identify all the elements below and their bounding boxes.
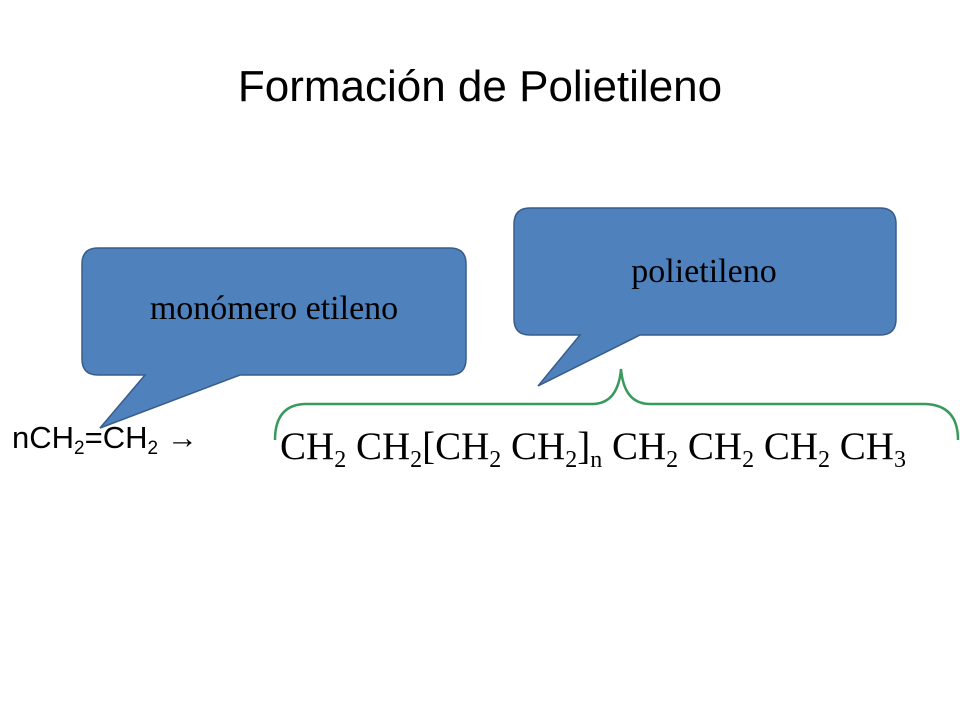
polymer-group-text: CH [678,425,743,468]
polymer-group-subscript: 2 [334,447,347,473]
reactant-subscript-2: 2 [147,438,159,459]
reactant-coefficient: n [12,420,30,455]
polymer-formula: CH2 CH2[CH2 CH2]n CH2 CH2 CH2 CH3 [280,424,906,472]
monomer-callout-label: monómero etileno [149,290,399,327]
polymer-group-text: CH [830,425,894,468]
reaction-arrow: → [158,420,198,455]
polymer-group-subscript: 2 [666,447,679,473]
polymer-callout-label: polietileno [631,253,777,290]
polymer-group-subscript: 2 [489,447,502,473]
polymer-group-text: [CH [422,425,490,468]
polymer-callout-bubble [513,207,897,387]
reactant-bond: =CH [84,420,148,455]
polymer-group-text: ] [577,425,591,468]
polymer-group-subscript: 3 [893,447,906,473]
polymer-group-text: CH [501,425,566,468]
polymer-group-subscript: 2 [565,447,578,473]
polymer-group-text: CH [346,425,411,468]
slide-title: Formación de Polietileno [237,62,723,111]
polymer-brace [273,368,960,441]
polymer-group-text: CH [602,425,667,468]
monomer-callout-bubble [81,247,467,429]
polymer-group-subscript: 2 [410,447,423,473]
polymer-group-text: CH [280,425,335,468]
reactant-part-ch: CH [29,420,75,455]
polymer-group-subscript: 2 [818,447,831,473]
reactant-formula: nCH2=CH2 → [12,420,198,459]
polymer-group-text: CH [754,425,819,468]
polymer-group-subscript: n [590,447,603,473]
reactant-subscript-1: 2 [74,438,85,459]
polymer-group-subscript: 2 [742,447,755,473]
